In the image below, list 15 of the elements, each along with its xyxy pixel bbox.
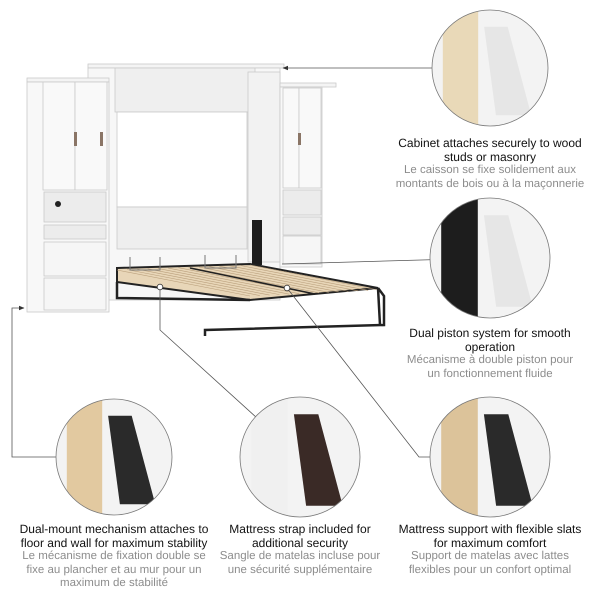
feature-heading: Dual piston system for smooth operation: [408, 327, 572, 354]
feature-heading: Dual-mount mechanism attaches to floor and wall for maximum stability: [18, 523, 210, 550]
leader-line: [282, 259, 430, 264]
feature-heading: Cabinet attaches securely to wood studs or masonry: [397, 137, 583, 164]
feature-description: Mécanisme à double piston pour un fonctionnement fluide: [406, 354, 574, 381]
leader-line: [12, 306, 56, 458]
feature-description: Sangle de matelas incluse pour une sécurité supplémentaire: [218, 550, 382, 577]
feature-description: Le caisson se fixe solidement aux montants de bois ou à la maçonnerie: [394, 164, 586, 191]
leader-line: [284, 284, 430, 458]
leader-line: [282, 66, 432, 70]
leader-line: [156, 284, 256, 418]
feature-heading: Mattress strap included for additional security: [228, 523, 372, 550]
feature-description: Support de matelas avec lattes flexibles pour un confort optimal: [408, 550, 572, 577]
feature-heading: Mattress support with flexible slats for maximum comfort: [398, 523, 582, 550]
feature-description: Le mécanisme de fixation double se fixe au plancher et au mur pour un maximum de stabilité: [21, 550, 207, 590]
